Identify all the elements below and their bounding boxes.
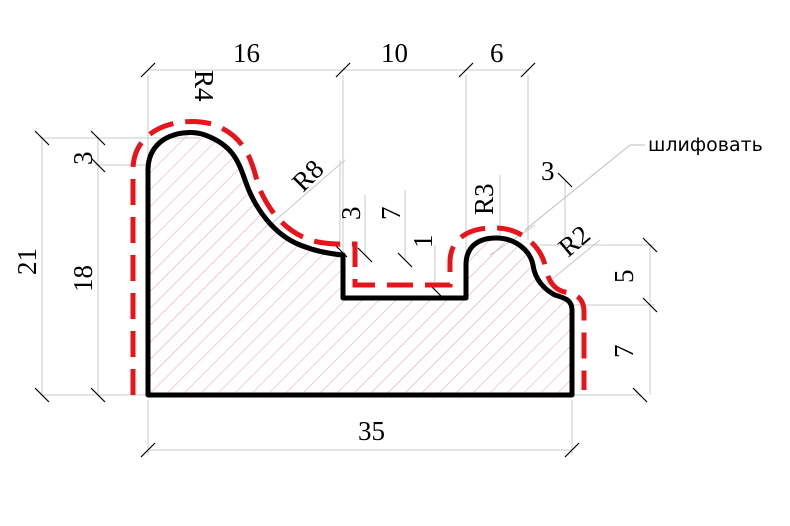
dim-top-mid: 10: [381, 38, 408, 68]
radius-r3: R3: [469, 183, 499, 215]
dim-step-1: 1: [408, 235, 438, 249]
dim-step-3: 3: [336, 207, 366, 221]
dim-step-7: 7: [376, 207, 406, 221]
note-leader: [524, 144, 631, 231]
extension-lines: [40, 69, 655, 455]
sanding-note: шлифовать: [648, 134, 763, 156]
dim-height-total: 21: [12, 248, 42, 275]
dim-top-left: 16: [233, 38, 260, 68]
dim-total-width: 35: [358, 416, 385, 446]
dimension-labels: 16 10 6 35 21 18 3 3 7 1 3 5 7: [12, 38, 639, 446]
profile-body: [145, 130, 575, 398]
dim-right-5: 5: [609, 270, 639, 284]
radius-r2: R2: [553, 219, 596, 262]
dim-height-main: 18: [68, 265, 98, 292]
radius-r4: R4: [189, 70, 219, 102]
sanding-line: [130, 118, 587, 395]
dim-right-7: 7: [609, 345, 639, 359]
dim-top-right: 6: [490, 38, 504, 68]
radius-r8: R8: [286, 154, 329, 197]
dim-top-offset: 3: [68, 152, 98, 166]
dim-right-3: 3: [541, 156, 555, 186]
dimension-ticks: [34, 62, 658, 458]
